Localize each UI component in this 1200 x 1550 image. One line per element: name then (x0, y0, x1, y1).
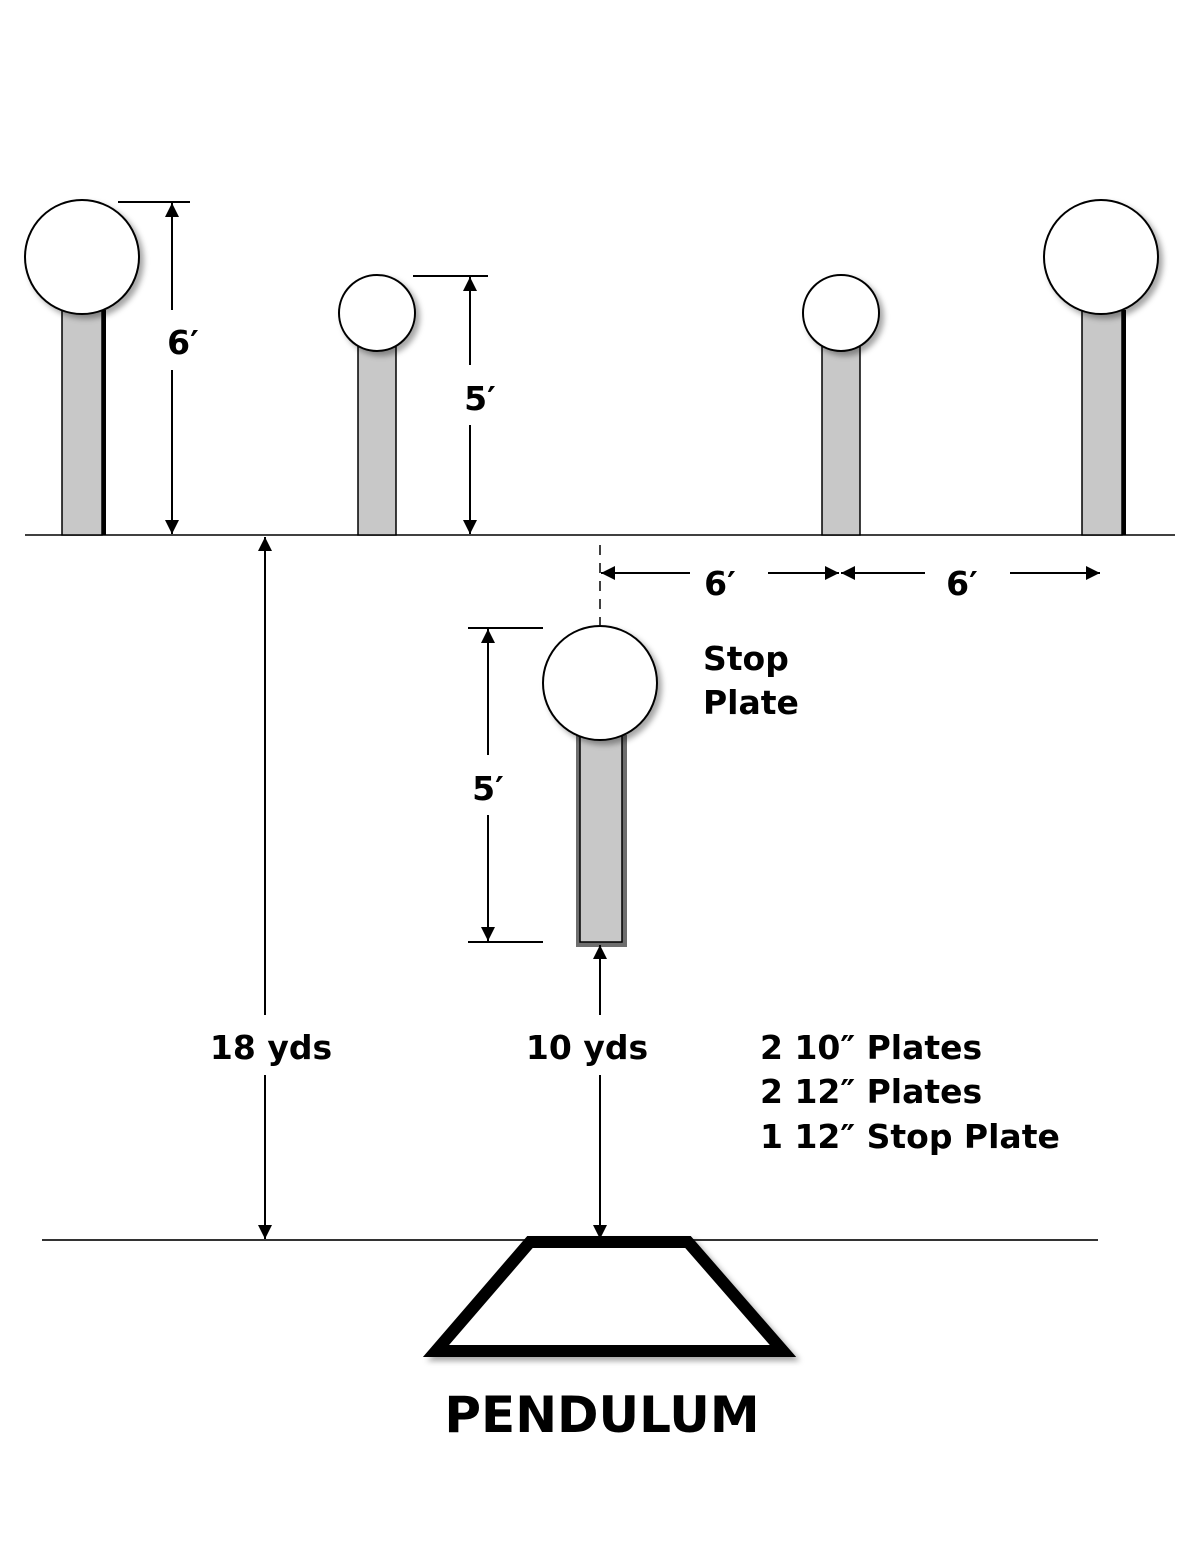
note-line-3: 1 12″ Stop Plate (760, 1117, 1060, 1156)
dimension-inner-height: 5′ (413, 275, 496, 534)
distance-10-yds-label: 10 yds (526, 1028, 648, 1067)
dimension-spacing: 6′ 6′ (601, 564, 1100, 603)
dimension-stop-height: 5′ (468, 627, 543, 943)
stop-plate (542, 625, 658, 947)
stop-plate-label-line2: Plate (703, 683, 799, 722)
stage-title: PENDULUM (444, 1386, 759, 1444)
plate-12-left (24, 199, 140, 536)
note-line-1: 2 10″ Plates (760, 1028, 982, 1067)
plate-10-right (802, 274, 880, 536)
dimension-outer-height: 6′ (118, 201, 199, 534)
plate-10-left (338, 274, 416, 536)
spacing-left-label: 6′ (704, 564, 736, 603)
outer-height-label: 6′ (167, 323, 199, 362)
inner-height-label: 5′ (464, 379, 496, 418)
shooting-box (422, 1236, 797, 1357)
stop-height-label: 5′ (472, 769, 504, 808)
note-line-2: 2 12″ Plates (760, 1072, 982, 1111)
stop-plate-label-line1: Stop (703, 639, 789, 678)
spacing-right-label: 6′ (946, 564, 978, 603)
plate-12-right (1043, 199, 1159, 536)
dimension-18-yds: 18 yds (210, 537, 332, 1239)
dimension-10-yds: 10 yds (526, 945, 648, 1239)
distance-18-yds-label: 18 yds (210, 1028, 332, 1067)
